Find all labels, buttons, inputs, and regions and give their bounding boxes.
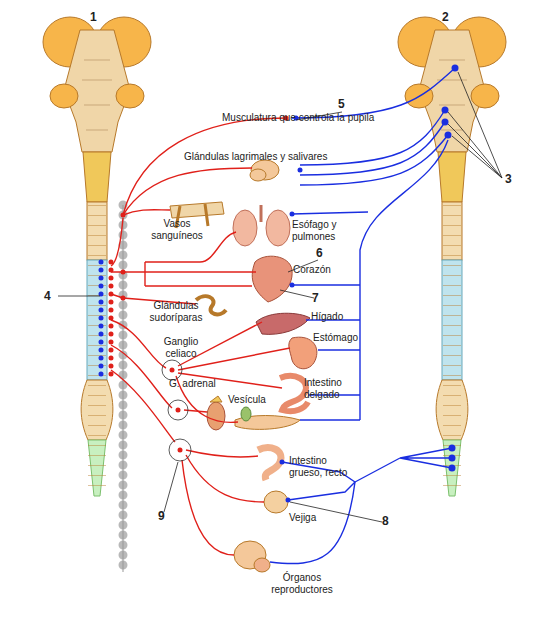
callout-number: 2 [442,10,449,24]
callout-number: 1 [90,10,97,24]
organ-label: Hígado [311,311,343,323]
organ-label: Esófago y pulmones [292,219,352,243]
organ-label: Estómago [313,332,358,344]
organ-label: G. adrenal [169,378,216,390]
callout-number: 4 [44,289,51,303]
callout-number: 8 [382,514,389,528]
organ-label: Vasos sanguíneos [150,218,204,242]
callout-number: 5 [338,97,345,111]
organ-label: Intestino delgado [304,377,356,401]
callout-number: 9 [158,509,165,523]
organ-label: Intestino grueso, recto [289,455,357,479]
organ-label: Corazón [293,264,331,276]
organ-label: Vesícula [228,394,266,406]
organ-label: Órganos reproductores [266,572,338,596]
organ-label: Glándulas sudoríparas [144,300,208,324]
callout-number: 6 [316,246,323,260]
callout-number: 3 [505,172,512,186]
organ-label: Ganglio celiaco [158,336,204,360]
organ-label: Glándulas lagrimales y salivares [184,151,327,163]
organ-label: Musculatura que controla la pupila [222,112,374,124]
callout-number: 7 [312,291,319,305]
organ-label: Vejiga [289,512,316,524]
